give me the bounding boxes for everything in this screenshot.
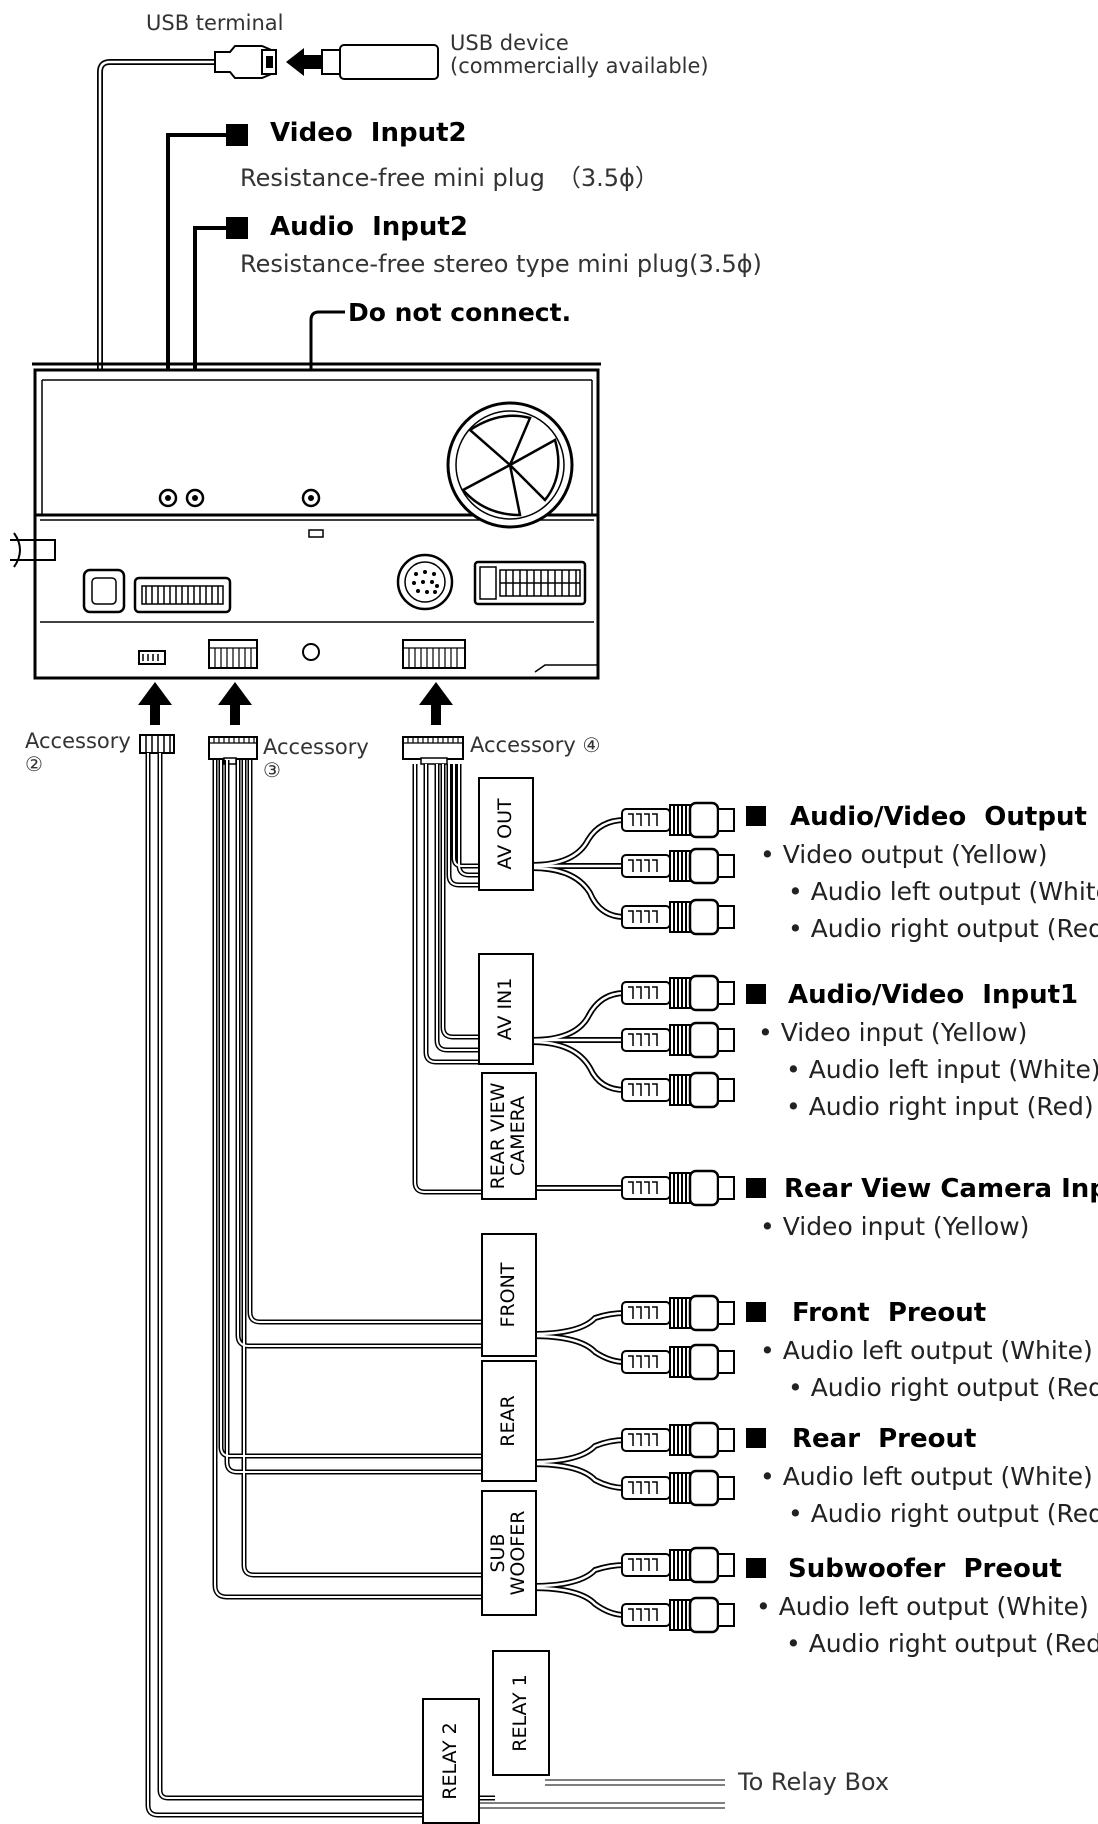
av-out-label: AV OUT — [494, 798, 517, 870]
rear-preout-item-right: • Audio right output (Red) — [788, 1499, 1098, 1528]
front-box: FRONT — [481, 1233, 537, 1357]
usb-arrow — [286, 48, 323, 76]
rear-camera-label: REAR VIEW CAMERA — [487, 1082, 529, 1190]
rear-box: REAR — [481, 1360, 537, 1482]
accessory-4-connector — [402, 736, 464, 765]
subwoofer-preout-item-left: • Audio left output (White) — [756, 1592, 1089, 1621]
audio-input2-title: Audio Input2 — [270, 212, 468, 242]
accessory-3-number: ③ — [263, 758, 281, 783]
rear-camera-label-line1: REAR VIEW — [487, 1082, 510, 1190]
av-out-box: AV OUT — [478, 777, 534, 891]
rear-camera-item-video: • Video input (Yellow) — [760, 1212, 1030, 1241]
accessory-4-text: Accessory — [470, 733, 576, 757]
accessory-2-text: Accessory — [25, 729, 131, 753]
subwoofer-box: SUB WOOFER — [481, 1490, 537, 1616]
front-label: FRONT — [497, 1262, 520, 1328]
accessory-4-number: ④ — [582, 733, 601, 757]
accessory-3-text: Accessory — [263, 735, 369, 759]
accessory-2-number: ② — [25, 752, 43, 777]
do-not-connect-label: Do not connect. — [348, 298, 572, 327]
relay1-box: RELAY 1 — [492, 1650, 550, 1776]
relay-box-label: To Relay Box — [738, 1768, 890, 1796]
section-bullets — [746, 806, 766, 1578]
accessory-3-connector — [208, 736, 258, 765]
rear-preout-item-left: • Audio left output (White) — [760, 1462, 1093, 1491]
usb-device-stick — [321, 44, 439, 80]
usb-device-label: USB device (commercially available) — [450, 31, 709, 79]
accessory-2-connector — [139, 734, 175, 754]
subwoofer-label-line2: WOOFER — [507, 1510, 529, 1596]
usb-device-line2: (commercially available) — [450, 54, 709, 79]
front-preout-item-left: • Audio left output (White) — [760, 1336, 1093, 1365]
relay2-label: RELAY 2 — [439, 1722, 462, 1800]
rear-camera-box: REAR VIEW CAMERA — [481, 1072, 537, 1200]
subwoofer-label: SUB WOOFER — [487, 1510, 529, 1596]
rear-label: REAR — [497, 1395, 520, 1447]
av-input1-title: Audio/Video Input1 — [788, 980, 1079, 1010]
front-preout-title: Front Preout — [792, 1298, 987, 1328]
av-input1-item-left: • Audio left input (White) — [786, 1055, 1098, 1084]
relay2-box: RELAY 2 — [422, 1698, 480, 1824]
av-output-item-left: • Audio left output (White) — [788, 877, 1098, 906]
rear-camera-title: Rear View Camera Input — [784, 1174, 1098, 1204]
rca-cables — [531, 817, 626, 1618]
accessory-arrows — [138, 682, 453, 725]
rear-preout-title: Rear Preout — [792, 1424, 977, 1454]
av-in1-box: AV IN1 — [478, 953, 534, 1065]
av-input1-item-video: • Video input (Yellow) — [758, 1018, 1028, 1047]
subwoofer-label-line1: SUB — [487, 1533, 510, 1573]
usb-device-line1: USB device — [450, 31, 569, 55]
subwoofer-preout-title: Subwoofer Preout — [788, 1554, 1062, 1584]
front-preout-item-right: • Audio right output (Red) — [788, 1373, 1098, 1402]
av-output-item-video: • Video output (Yellow) — [760, 840, 1048, 869]
rear-camera-label-line2: CAMERA — [507, 1095, 529, 1177]
accessory-4-label: Accessory ④ — [470, 733, 601, 757]
head-unit — [10, 362, 601, 680]
relay1-label: RELAY 1 — [509, 1674, 532, 1752]
subwoofer-preout-item-right: • Audio right output (Red) — [786, 1629, 1098, 1658]
video-input2-title: Video Input2 — [270, 118, 467, 148]
av-input1-item-right: • Audio right input (Red) — [786, 1092, 1094, 1121]
av-in1-label: AV IN1 — [494, 977, 517, 1041]
usb-terminal-label: USB terminal — [146, 11, 284, 35]
accessory-2-label: Accessory ② — [25, 729, 131, 777]
video-input2-desc: Resistance-free mini plug （3.5ϕ） — [240, 164, 659, 192]
accessory-3-label: Accessory ③ — [263, 735, 369, 783]
harness-wires — [145, 753, 725, 1818]
av-output-title: Audio/Video Output — [790, 802, 1087, 832]
rca-plugs — [620, 801, 736, 1634]
do-not-connect-leader — [309, 310, 345, 491]
audio-input2-desc: Resistance-free stereo type mini plug(3.… — [240, 250, 762, 278]
av-output-item-right: • Audio right output (Red) — [788, 914, 1098, 943]
usb-terminal-plug — [214, 45, 277, 79]
